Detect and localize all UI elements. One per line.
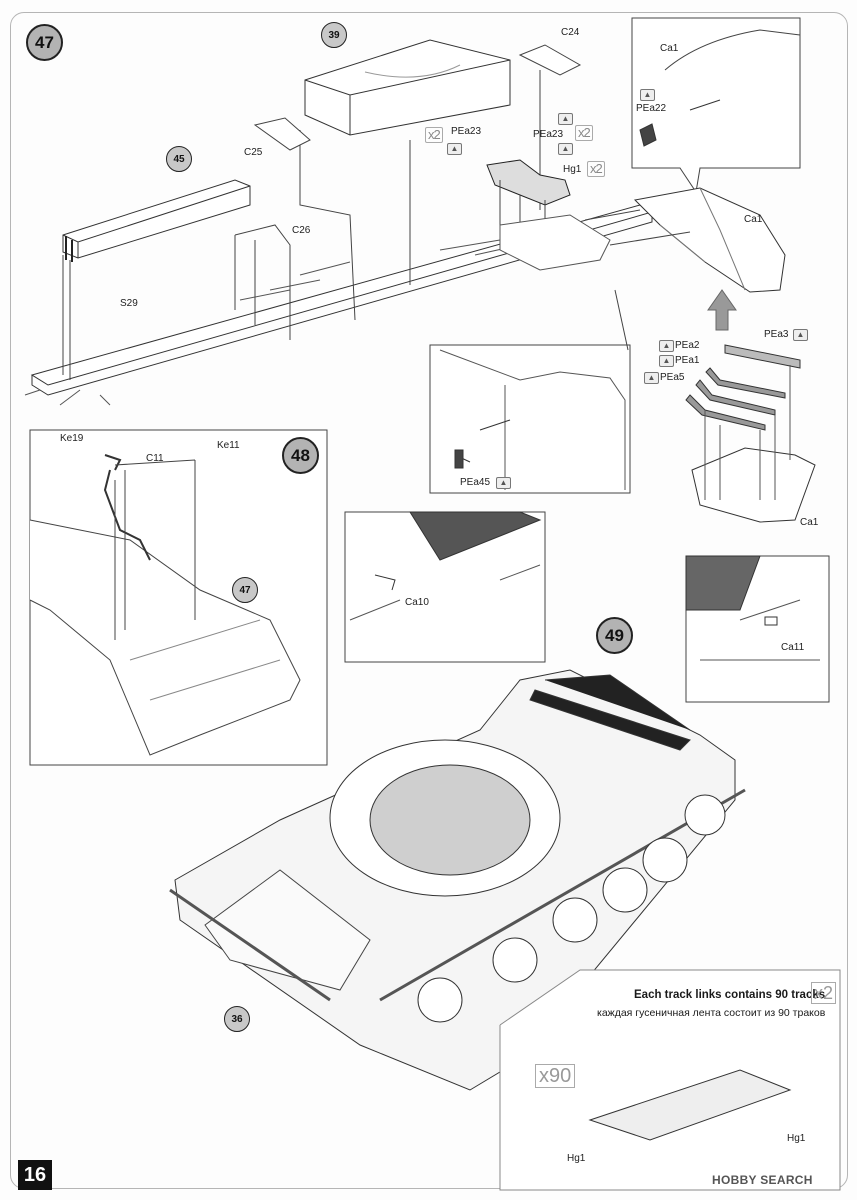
photo-etch-icon: ▲ — [558, 143, 573, 155]
part-ca1-right-label: Ca1 — [744, 214, 763, 225]
track-note-english: Each track links contains 90 tracks — [634, 989, 826, 1001]
step-48-frame — [29, 429, 328, 766]
part-ca10-label: Ca10 — [405, 597, 429, 608]
photo-etch-icon: ▲ — [447, 143, 462, 155]
inset-pea45-drawing — [429, 289, 631, 494]
track-note-frame — [499, 969, 841, 1191]
quantity-badge-pea23b: x2 — [575, 125, 593, 141]
photo-etch-icon: ▲ — [644, 372, 659, 384]
inset-ca1-drawing — [631, 17, 801, 194]
part-ke11-label: Ke11 — [217, 440, 240, 451]
part-pea22-label: PEa22 — [636, 103, 667, 114]
rail-s29-drawing — [24, 204, 654, 406]
part-ke19-label: Ke19 — [60, 433, 84, 444]
tank-hull-drawing — [169, 669, 746, 1091]
page-frame — [10, 12, 848, 1189]
part-c24-label: C24 — [561, 27, 580, 38]
fender-strips-drawing — [685, 344, 816, 523]
photo-etch-icon: ▲ — [659, 340, 674, 352]
quantity-badge-x90: x90 — [535, 1064, 576, 1088]
subassembly-39-badge: 39 — [321, 22, 347, 48]
part-ca1-bottom-label: Ca1 — [800, 517, 819, 528]
part-pea5-label: PEa5 — [660, 372, 685, 383]
part-hg1-top-label: Hg1 — [563, 164, 582, 175]
photo-etch-icon: ▲ — [640, 89, 655, 101]
box-45-drawing — [62, 179, 251, 380]
inset-ca11-drawing — [685, 555, 830, 703]
part-pea23b-label: PEa23 — [533, 129, 564, 140]
part-pea3-label: PEa3 — [764, 329, 789, 340]
photo-etch-icon: ▲ — [558, 113, 573, 125]
subassembly-36-badge: 36 — [224, 1006, 250, 1032]
photo-etch-icon: ▲ — [793, 329, 808, 341]
step-48-badge: 48 — [282, 437, 319, 474]
page-number: 16 — [18, 1160, 52, 1190]
subassembly-47-badge: 47 — [232, 577, 258, 603]
step-49-badge: 49 — [596, 617, 633, 654]
part-pea23a-label: PEa23 — [451, 126, 482, 137]
part-hg1-left-label: Hg1 — [567, 1153, 586, 1164]
part-ca1-inset-label: Ca1 — [660, 43, 679, 54]
box-39-drawing — [299, 39, 511, 321]
part-s29-label: S29 — [120, 298, 138, 309]
part-pea2-label: PEa2 — [675, 340, 700, 351]
watermark: HOBBY SEARCH — [712, 1173, 813, 1187]
quantity-badge-hg1: x2 — [587, 161, 605, 177]
step-47-badge: 47 — [26, 24, 63, 61]
part-c11-label: C11 — [146, 453, 164, 464]
quantity-badge-pea23a: x2 — [425, 127, 443, 143]
part-c25-label: C25 — [244, 147, 263, 158]
track-note-russian: каждая гусеничная лента состоит из 90 тр… — [597, 1007, 826, 1019]
part-pea45-label: PEa45 — [460, 477, 491, 488]
photo-etch-icon: ▲ — [496, 477, 511, 489]
part-ca11-label: Ca11 — [781, 642, 805, 653]
part-pea1-label: PEa1 — [675, 355, 700, 366]
subassembly-45-badge: 45 — [166, 146, 192, 172]
fender-ca1-drawing — [584, 187, 786, 331]
quantity-badge-tracks: x2 — [811, 982, 837, 1004]
inset-ca10-drawing — [344, 511, 546, 663]
part-hg1-right-label: Hg1 — [787, 1133, 806, 1144]
photo-etch-icon: ▲ — [659, 355, 674, 367]
part-c26-label: C26 — [292, 225, 311, 236]
